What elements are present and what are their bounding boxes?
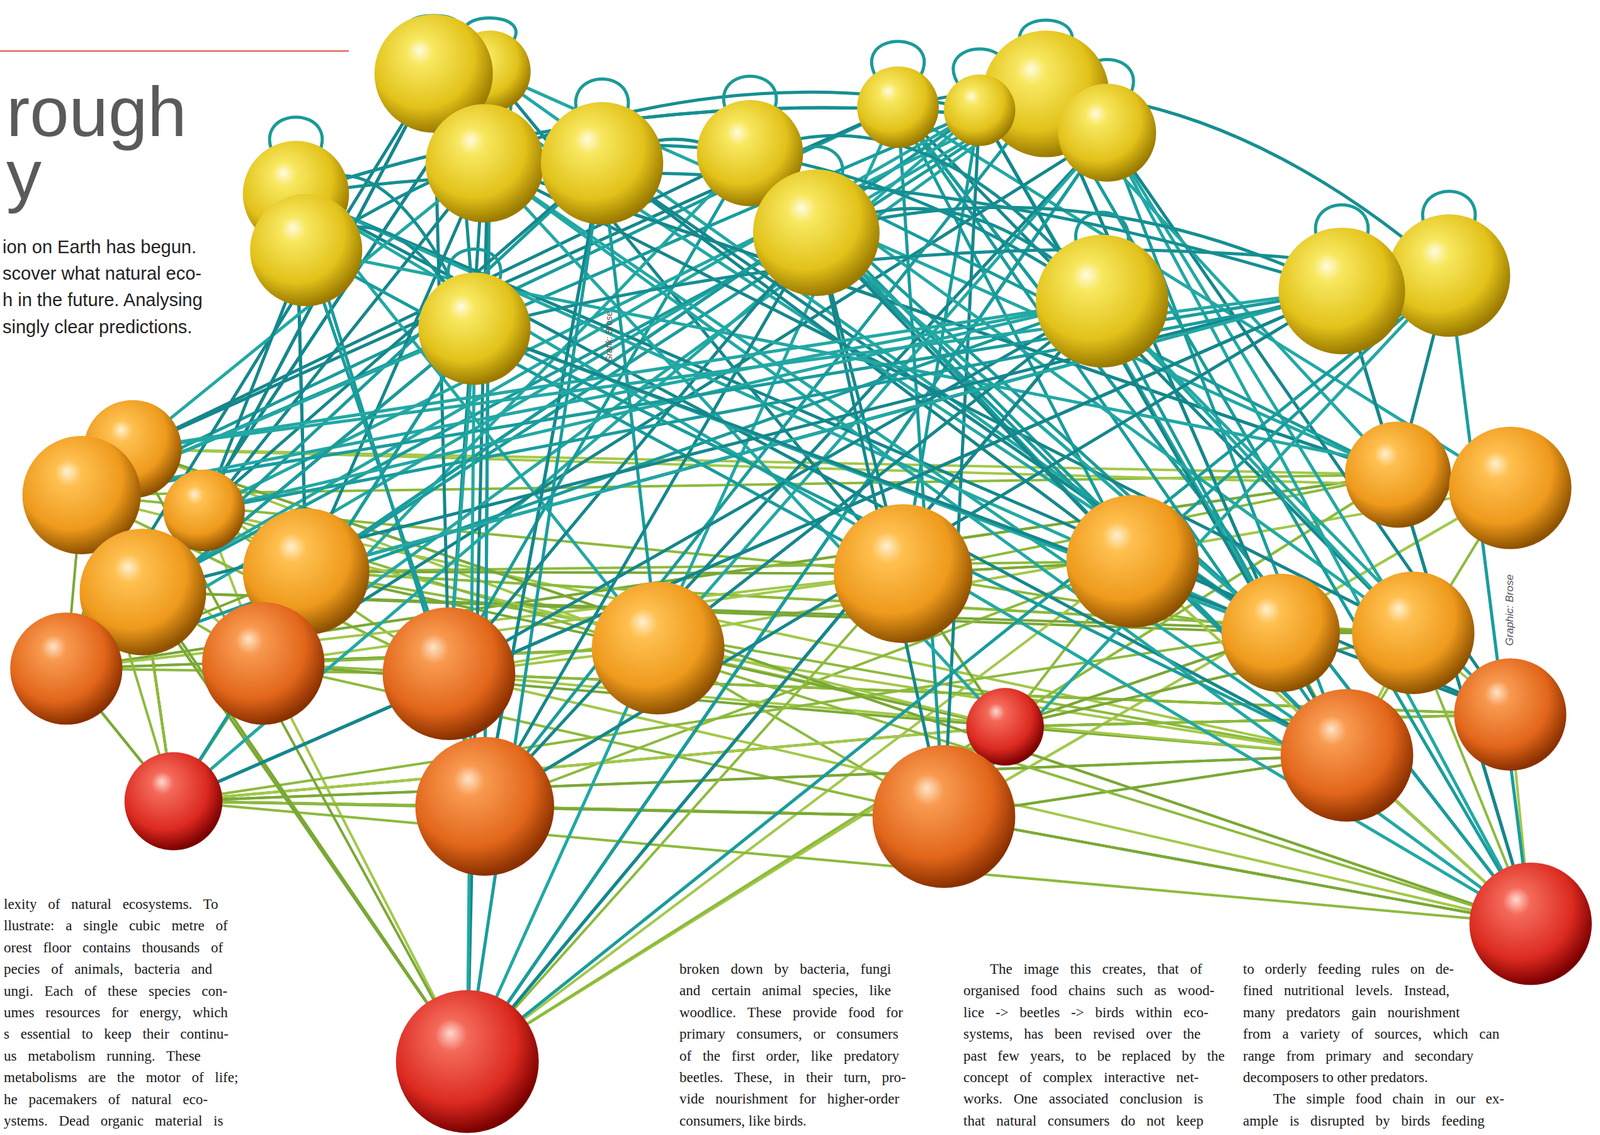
species-sphere [1453, 658, 1566, 771]
feeding-link [467, 132, 1107, 1062]
feeding-link [897, 107, 1347, 755]
species-sphere [425, 103, 545, 223]
species-sphere [202, 601, 325, 725]
body-text-line: ystems. Dead organic material is [3, 1110, 278, 1132]
species-sphere [540, 102, 664, 225]
body-text-line: concept of complex interactive net- [963, 1066, 1225, 1089]
species-sphere [396, 989, 540, 1133]
body-text-line: lexity of natural ecosystems. To [3, 893, 278, 915]
subtitle-line: singly clear predictions. [2, 314, 193, 340]
feeding-link [263, 93, 1046, 664]
header-rule [0, 50, 349, 52]
species-sphere [856, 66, 939, 148]
body-text-line: consumers, like birds. [679, 1110, 941, 1132]
feeding-link [484, 163, 1531, 924]
species-sphere [1448, 426, 1572, 549]
species-sphere [124, 751, 223, 851]
species-sphere [833, 504, 973, 643]
species-sphere [1351, 571, 1475, 694]
body-text-line: orest floor contains thousands of [3, 936, 278, 959]
feeding-link [1341, 290, 1531, 924]
body-text-line: umes resources for energy, which [3, 1001, 278, 1024]
body-text-line: metabolisms are the motor of life; [3, 1066, 278, 1089]
body-text-line: decomposers to other predators. [1242, 1066, 1505, 1089]
species-sphere [1035, 234, 1169, 368]
species-sphere [872, 744, 1016, 888]
species-sphere [943, 74, 1016, 146]
body-text-line: works. One associated conclusion is [963, 1088, 1225, 1110]
species-sphere [10, 612, 123, 725]
feeding-link [484, 232, 817, 807]
subtitle-line: ion on Earth has begun. [2, 234, 197, 260]
species-sphere [1469, 862, 1592, 985]
feeding-link [484, 163, 1005, 727]
feeding-link [142, 163, 602, 592]
body-text-line: that natural consumers do not keep [963, 1110, 1225, 1132]
subtitle-line: scover what natural eco- [2, 260, 202, 286]
body-text-line: pecies of animals, bacteria and [3, 958, 278, 980]
feeding-link [295, 193, 1531, 924]
body-text-line: primary consumers, or consumers [679, 1023, 941, 1045]
species-sphere [415, 736, 555, 876]
feeding-link [173, 754, 1348, 801]
feeding-link [467, 300, 1102, 1061]
body-text-line: s essential to keep their continu- [3, 1023, 278, 1045]
body-text-line: ungi. Each of these species con- [3, 980, 278, 1002]
feeding-link [66, 93, 1046, 669]
feeding-link [448, 673, 1531, 924]
body-text-line: past few years, to be replaced by the [963, 1045, 1225, 1067]
feeding-link [448, 673, 1347, 756]
body-text-line: to orderly feeding rules on de- [1242, 958, 1454, 980]
body-text-line: us metabolism running. These [3, 1045, 278, 1067]
species-sphere [591, 581, 725, 715]
species-sphere [1066, 494, 1200, 628]
feeding-link [467, 107, 898, 1061]
body-text-line: many predators gain nourishment [1242, 1001, 1505, 1024]
feeding-link [132, 275, 1450, 450]
body-text-line: he pacemakers of natural eco- [3, 1088, 278, 1111]
feeding-link [484, 290, 1342, 806]
body-text-line: systems, has been revised over the [963, 1023, 1225, 1045]
body-text-line: organised food chains such as wood- [963, 979, 1225, 1002]
headline: rough y [6, 80, 196, 207]
feeding-link [467, 132, 1107, 1062]
feeding-link [484, 132, 1108, 807]
body-text-line: The image this creates, that of [989, 958, 1225, 980]
feeding-link [467, 275, 1449, 1062]
species-sphere [249, 193, 363, 307]
body-text-line: fined nutritional levels. Instead, [1242, 979, 1470, 1002]
body-text-line: lice -> beetles -> birds within eco- [963, 1001, 1225, 1024]
feeding-link [474, 328, 1511, 715]
species-sphere [1221, 573, 1340, 693]
body-text-line: beetles. These, in their turn, pro- [679, 1066, 941, 1089]
photo-credit: Grafik: Brose [603, 311, 615, 363]
feeding-links [66, 15, 1531, 1062]
species-sphere [753, 169, 880, 296]
feeding-link [204, 163, 602, 511]
body-text-line: woodlice. These provide food for [679, 1001, 941, 1024]
species-sphere [1280, 688, 1414, 822]
body-text-line: range from primary and secondary [1242, 1045, 1505, 1067]
species-sphere [418, 272, 531, 385]
body-text-line: broken down by bacteria, fungi [679, 958, 941, 980]
species-sphere [1387, 214, 1510, 337]
feeding-link [1341, 290, 1531, 924]
body-text-line: from a variety of sources, which can [1242, 1023, 1505, 1045]
subtitle-line: h in the future. Analysing [2, 287, 203, 313]
feeding-link [132, 300, 1103, 449]
body-text-line: ample is disrupted by birds feeding [1242, 1110, 1505, 1132]
body-text-line: vide nourishment for higher-order [679, 1088, 941, 1110]
species-sphere [1344, 421, 1452, 528]
species-sphere [382, 607, 516, 740]
body-text-line: and certain animal species, like [679, 979, 941, 1002]
body-text-line: The simple food chain in our ex- [1273, 1088, 1505, 1110]
species-sphere [1058, 83, 1157, 182]
feeding-link [474, 328, 1348, 755]
body-text-line: llustrate: a single cubic metre of [3, 914, 278, 937]
photo-credit: Graphic: Brose [1503, 573, 1517, 645]
feeding-link [173, 754, 1348, 801]
body-text-line: of the first order, like predatory [679, 1045, 941, 1067]
species-sphere [1278, 227, 1406, 354]
